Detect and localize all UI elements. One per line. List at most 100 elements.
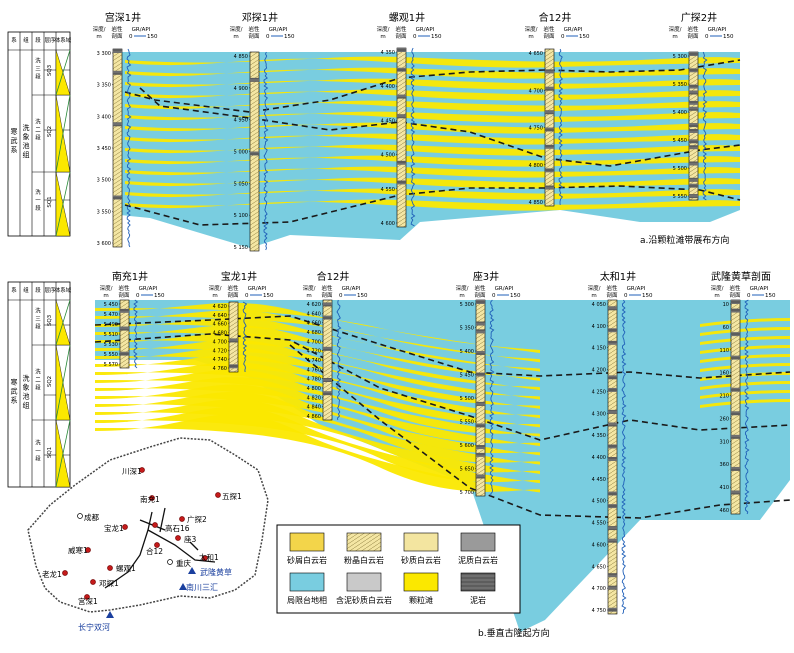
grain-shoal-band (125, 177, 740, 189)
mudstone-bed (608, 504, 617, 509)
grain-shoal-band (125, 67, 740, 79)
mudstone-bed (545, 69, 554, 74)
map-well-point (152, 522, 158, 528)
mudstone-bed (731, 387, 740, 392)
strat-member: 段 (35, 323, 41, 331)
well-name: 宫深1井 (105, 11, 141, 24)
mudstone-bed (689, 194, 698, 199)
strat-member: 段 (35, 73, 41, 81)
depth-tick: 4 700 (307, 339, 321, 345)
map-place-label: 老龙1 (42, 569, 62, 579)
mudstone-bed (608, 328, 617, 333)
depth-unit: m (233, 34, 238, 40)
mudstone-bed (689, 100, 698, 105)
mudstone-bed (689, 123, 698, 128)
depth-tick: 4 820 (307, 395, 321, 401)
depth-tick: 5 450 (460, 373, 474, 379)
mudstone-bed (731, 490, 740, 495)
strat-member: 段 (35, 204, 41, 212)
depth-tick: 4 660 (213, 322, 227, 328)
strat-system: 寒 (11, 127, 18, 136)
gr-curve (489, 299, 495, 497)
depth-tick: 4 600 (381, 221, 395, 227)
strat-member: 三 (35, 66, 41, 73)
mudstone-bed (120, 308, 129, 313)
strat-system: 系 (11, 396, 18, 405)
depth-tick: 10 (723, 302, 729, 308)
gr-label: GR/API (416, 27, 435, 33)
depth-tick: 5 000 (234, 150, 248, 156)
map-place-label: 邓探1 (99, 578, 119, 588)
legend-label: 砂屑白云岩 (287, 555, 327, 565)
gr-min: 0 (136, 293, 140, 299)
mudstone-bed (608, 306, 617, 311)
gr-min: 0 (245, 293, 249, 299)
mudstone-bed (689, 139, 698, 144)
well-name: 邓探1井 (242, 11, 278, 24)
depth-tick: 5 400 (673, 110, 687, 116)
grain-shoal-band (700, 336, 790, 345)
litho-label: 岩性 (111, 25, 123, 33)
map-well-point (149, 495, 155, 501)
mudstone-bed (323, 346, 332, 351)
strat-member: 洗 (35, 118, 41, 126)
gr-min: 0 (705, 34, 709, 40)
depth-tick: 4 850 (529, 200, 543, 206)
strat-group: 象 (23, 383, 30, 392)
strat-group: 池 (23, 141, 30, 150)
depth-tick: 4 740 (213, 357, 227, 363)
profile-label: 剖面 (118, 291, 130, 299)
depth-label: 深度/ (456, 284, 469, 292)
gr-label: GR/API (139, 286, 158, 292)
basin-outline (27, 437, 269, 613)
depth-tick: 4 800 (307, 386, 321, 392)
depth-unit: m (528, 34, 533, 40)
depth-tick: 5 470 (104, 312, 118, 318)
depth-tick: 4 200 (592, 368, 606, 374)
mudstone-bed (608, 491, 617, 496)
strat-sequence: SQ2 (47, 126, 53, 137)
lithology-column (396, 47, 407, 228)
grain-shoal-band (125, 100, 740, 112)
gr-max: 150 (357, 293, 368, 299)
well-name: 广探2井 (681, 11, 717, 24)
map-place-label: 高石16 (165, 523, 190, 533)
depth-tick: 4 500 (592, 499, 606, 505)
depth-tick: 5 570 (104, 362, 118, 368)
gr-max: 150 (263, 293, 274, 299)
depth-tick: 4 640 (307, 311, 321, 317)
mudstone-bed (229, 338, 238, 343)
gr-max: 150 (642, 293, 653, 299)
mudstone-bed (731, 355, 740, 360)
mudstone-bed (545, 144, 554, 149)
gr-label: GR/API (627, 286, 646, 292)
profile-label: 剖面 (227, 291, 239, 299)
map-well-point (90, 579, 96, 585)
grain-shoal-band (95, 339, 540, 400)
strat-sequence: SQ3 (47, 64, 53, 76)
gr-min: 0 (747, 293, 751, 299)
legend-swatch (403, 532, 439, 552)
grain-shoal-band (95, 414, 540, 493)
map-place-label: 太和1 (199, 552, 219, 562)
gr-curve (702, 51, 708, 201)
sequence-boundary-b3 (289, 344, 791, 519)
map-place-label: 成都 (84, 512, 99, 522)
mudstone-bed (689, 106, 698, 111)
strat-member: 洗 (35, 439, 41, 447)
strat-header: 体系域 (55, 286, 72, 294)
mudstone-bed (689, 161, 698, 166)
depth-tick: 3 400 (97, 114, 111, 120)
grain-shoal-band (95, 391, 540, 465)
mudstone-bed (476, 372, 485, 377)
depth-unit: m (212, 293, 217, 299)
grain-shoal-band (95, 325, 540, 381)
depth-tick: 4 450 (381, 118, 395, 124)
mudstone-bed (397, 48, 406, 52)
depth-tick: 4 400 (381, 84, 395, 90)
mudstone-bed (731, 308, 740, 313)
